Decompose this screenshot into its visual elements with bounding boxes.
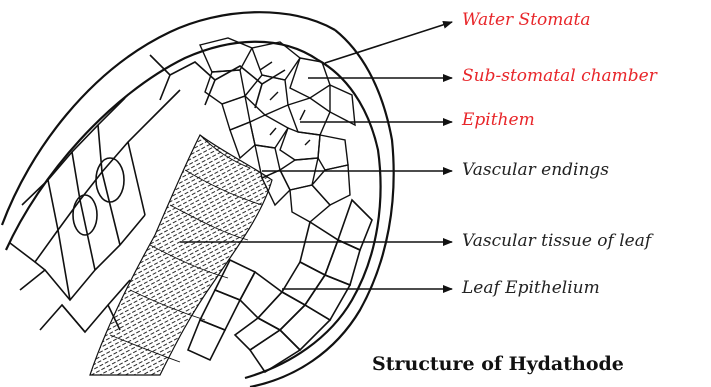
label-vascular-endings: Vascular endings <box>462 160 609 180</box>
label-water-stomata: Water Stomata <box>462 10 591 30</box>
label-sub-stomatal-chamber: Sub-stomatal chamber <box>462 66 657 86</box>
diagram-caption: Structure of Hydathode <box>372 352 624 376</box>
label-leaf-epithelium: Leaf Epithelium <box>462 278 600 298</box>
label-epithem: Epithem <box>462 110 535 130</box>
label-vascular-tissue-of-leaf: Vascular tissue of leaf <box>462 231 651 251</box>
arrow-water-stomata <box>325 22 452 63</box>
vascular-tissue <box>90 135 272 375</box>
